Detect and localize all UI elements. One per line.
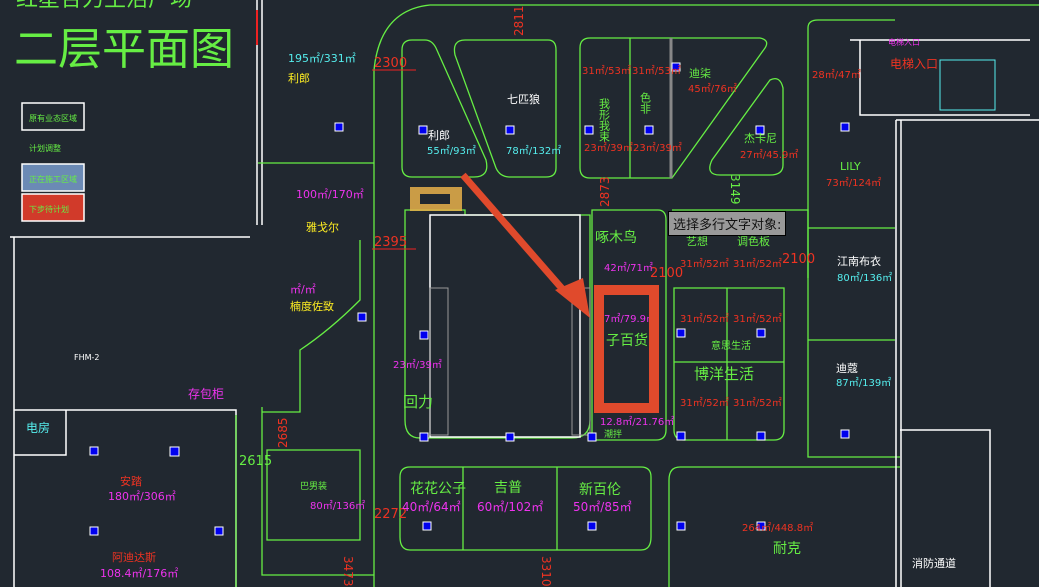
lift-entrance-label: 电梯入口 — [890, 57, 938, 71]
store-name: 迪柒 — [689, 67, 711, 80]
legend-label: 计划调整 — [29, 143, 61, 153]
store-area: 55㎡/93㎡ — [427, 145, 476, 157]
store-area: 73㎡/124㎡ — [826, 177, 881, 189]
store-name: 博洋生活 — [694, 365, 754, 383]
legend-label: 原有业态区域 — [29, 113, 77, 123]
dimension-label: 2300 — [374, 56, 407, 71]
store-name: 潮拌 — [604, 428, 622, 440]
store-labels: 195㎡/331㎡ 利郎 100㎡/170㎡ 雅戈尔 ㎡/㎡ 楠度佐致 存包柜 … — [26, 37, 956, 580]
dimension-label: 2100 — [782, 252, 815, 267]
store-area: ㎡/㎡ — [290, 283, 316, 296]
store-name: 花花公子 — [410, 481, 466, 497]
dimension-label: 2685 — [276, 417, 290, 448]
store-name: 色非 — [639, 91, 652, 115]
store-area: 31㎡/52㎡ — [733, 397, 782, 409]
store-name: 存包柜 — [188, 387, 224, 401]
store-name: 啄木鸟 — [595, 230, 637, 246]
store-name: 利郎 — [288, 71, 310, 85]
store-area: 23㎡/39㎡ — [584, 142, 633, 154]
store-area: 42㎡/71㎡ — [604, 262, 653, 274]
store-name: 艺想 — [686, 234, 708, 248]
store-area: 31㎡/52㎡ — [733, 313, 782, 325]
highlight-box — [594, 285, 659, 413]
dimension-label: 3473 — [341, 556, 355, 587]
store-name: 调色板 — [737, 234, 770, 248]
legend-swatch-construction — [21, 163, 85, 192]
store-area: 195㎡/331㎡ — [288, 52, 356, 65]
legend-label: 下步待计划 — [29, 204, 69, 214]
store-area: 31㎡/53㎡ — [632, 65, 681, 77]
store-area: 40㎡/64㎡ — [402, 500, 461, 514]
store-name: 我形我束 — [598, 98, 611, 143]
highlight-annotation — [460, 172, 659, 413]
arrow-head-icon — [555, 278, 590, 318]
store-name: 杰卡尼 — [744, 132, 777, 145]
dimension-label: 2615 — [239, 454, 272, 469]
store-area: 23㎡/39㎡ — [633, 142, 682, 154]
dimension-label: 2395 — [374, 235, 407, 250]
store-name: 电房 — [26, 420, 50, 435]
store-name: 江南布衣 — [837, 254, 881, 268]
project-title: 红星合力生活广场 — [16, 0, 192, 12]
dimension-label: 2811 — [512, 5, 526, 36]
store-name: 迪蔻 — [836, 362, 858, 375]
dimension-label: 3149 — [728, 174, 742, 205]
store-name: LILY — [840, 160, 861, 173]
store-name: 利郎 — [428, 128, 450, 142]
store-area: 28㎡/47㎡ — [812, 69, 861, 81]
store-area: 80㎡/136㎡ — [310, 500, 365, 512]
legend-swatch-existing — [21, 102, 85, 131]
legend-swatch-pending — [21, 193, 85, 222]
store-name: 巴男装 — [300, 480, 327, 492]
store-name: 新百伦 — [579, 482, 621, 498]
lift-entrance-label-small: 电梯入口 — [888, 37, 920, 47]
columns — [89, 62, 850, 536]
store-area: 60㎡/102㎡ — [477, 500, 543, 514]
store-name: 意思生活 — [711, 339, 751, 352]
store-name: 安踏 — [120, 474, 142, 488]
store-area: 80㎡/136㎡ — [837, 272, 892, 284]
walls — [10, 0, 1039, 587]
store-name: 雅戈尔 — [306, 220, 339, 234]
dimension-label: 2100 — [650, 266, 683, 281]
store-name: 七匹狼 — [507, 92, 540, 106]
store-area: 7㎡/79.9㎡ — [604, 313, 656, 325]
store-area: 264㎡/448.8㎡ — [742, 522, 813, 534]
store-area: 50㎡/85㎡ — [573, 500, 632, 514]
store-area: 23㎡/39㎡ — [393, 359, 442, 371]
legend: 原有业态区域 计划调整 正在施工区域 下步待计划 — [21, 102, 85, 222]
dimension-label: 3310 — [539, 556, 553, 587]
store-name: 回力 — [403, 393, 433, 411]
store-area: 27㎡/45.9㎡ — [740, 149, 798, 161]
store-name: 楠度佐致 — [290, 299, 334, 313]
dimension-label: 2873 — [598, 176, 612, 207]
store-area: 180㎡/306㎡ — [108, 490, 176, 503]
store-area: 31㎡/52㎡ — [680, 258, 729, 270]
store-name: 阿迪达斯 — [112, 551, 156, 564]
store-name: 吉普 — [494, 480, 522, 496]
annotation-arrow — [460, 172, 568, 295]
door-label: FHM-2 — [74, 353, 100, 362]
dimension-label: 2272 — [374, 507, 407, 522]
store-area: 78㎡/132㎡ — [506, 145, 561, 157]
command-tooltip: 选择多行文字对象: — [668, 211, 787, 236]
legend-label: 正在施工区域 — [29, 174, 77, 184]
store-area: 100㎡/170㎡ — [296, 188, 364, 201]
floor-title: 二层平面图 — [14, 24, 234, 75]
store-area: 87㎡/139㎡ — [836, 377, 891, 389]
fire-exit-label: 消防通道 — [912, 556, 956, 570]
store-area: 31㎡/52㎡ — [733, 258, 782, 270]
dimensions: 2300 2811 2395 2873 3149 2100 2100 2685 … — [239, 5, 815, 586]
store-name: 耐克 — [773, 541, 801, 557]
store-area: 45㎡/76㎡ — [688, 83, 737, 95]
store-area: 31㎡/52㎡ — [680, 397, 729, 409]
store-area: 31㎡/53㎡ — [582, 65, 631, 77]
store-area: 108.4㎡/176㎡ — [100, 567, 178, 580]
store-name: 子百货 — [606, 332, 648, 349]
store-area: 31㎡/52㎡ — [680, 313, 729, 325]
store-area: 12.8㎡/21.76㎡ — [600, 416, 674, 428]
